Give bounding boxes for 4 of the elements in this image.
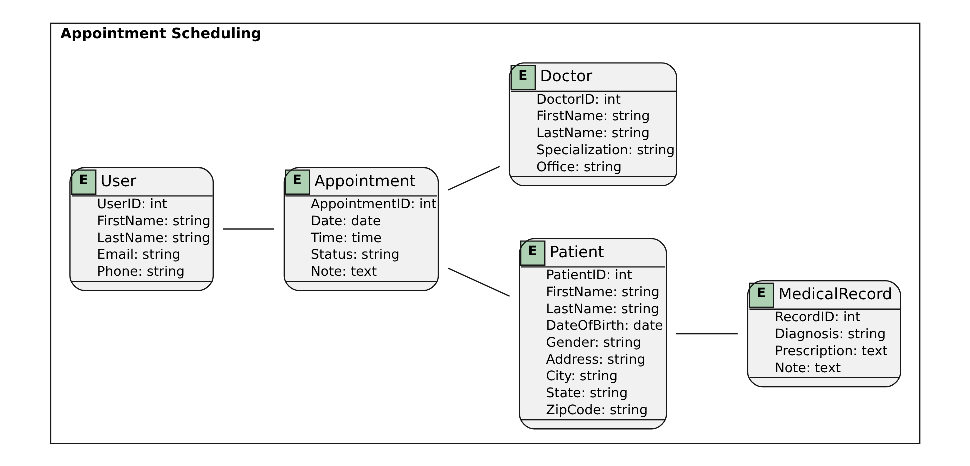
connector xyxy=(676,332,738,334)
connector xyxy=(448,166,500,190)
connector xyxy=(448,267,510,297)
connector xyxy=(222,228,274,230)
